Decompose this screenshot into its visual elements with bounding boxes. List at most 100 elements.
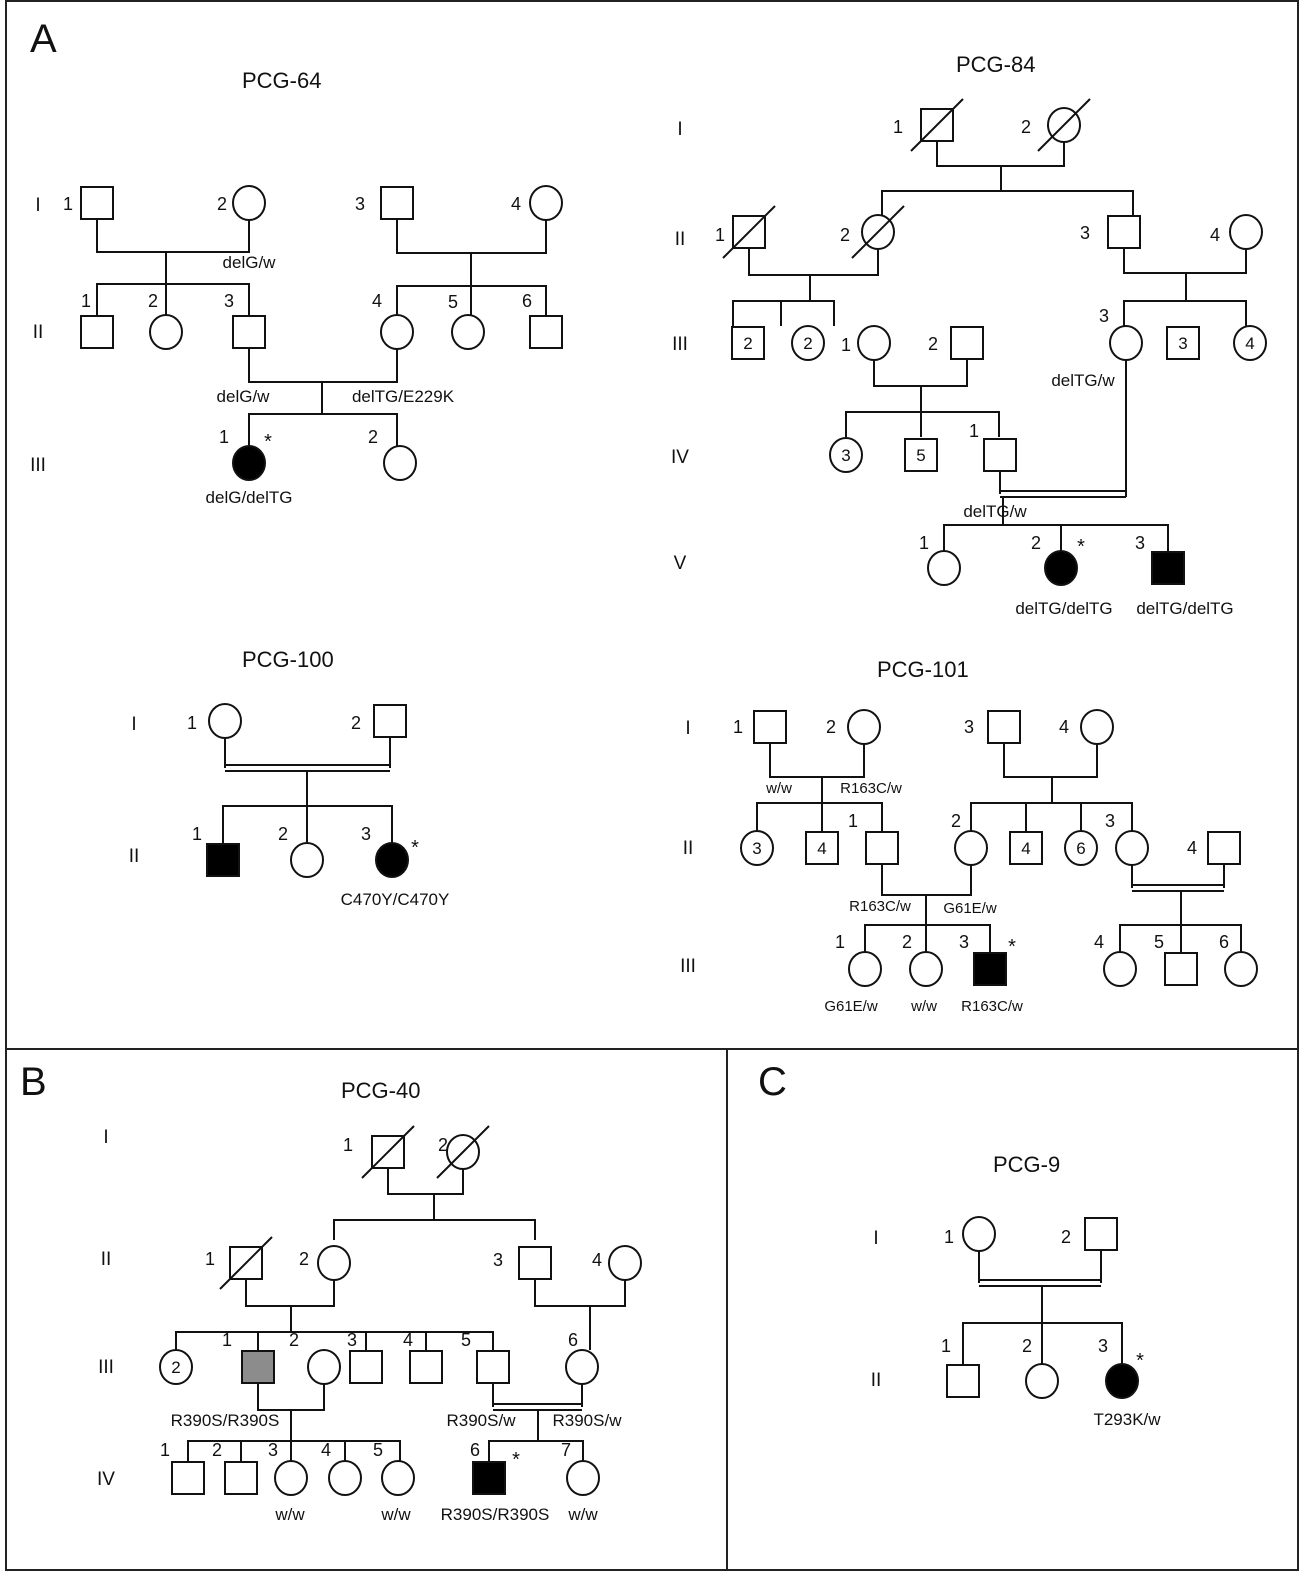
pedigree-line [175, 1331, 494, 1350]
individual-pcg101-i-4: 4 [1059, 709, 1114, 745]
individual-number: 2 [299, 1249, 309, 1269]
genotype-label: R390S/R390S [441, 1505, 550, 1524]
individual-number: 6 [568, 1330, 578, 1350]
individual-number: 3 [1105, 811, 1115, 831]
affected-female-symbol [232, 445, 266, 481]
individual-pcg101-ii-sibs-m2: 4 [1009, 831, 1043, 865]
individual-number: 2 [278, 824, 288, 844]
individual-pcg9-i-1: 1 [944, 1216, 996, 1252]
individual-number: 1 [835, 932, 845, 952]
affected-male-symbol [973, 952, 1007, 986]
proband-asterisk: * [512, 1449, 520, 1471]
individual-number: 4 [1059, 717, 1069, 737]
individual-number: 2 [840, 225, 850, 245]
individual-pcg84-ii-1: 1 [715, 205, 776, 259]
individual-number: 2 [826, 717, 836, 737]
individual-number: 3 [1080, 223, 1090, 243]
individual-pcg64-i-4: 4 [511, 185, 563, 221]
figure-frame [5, 0, 1299, 1571]
individual-pcg40-iii-2: 2 [289, 1330, 341, 1385]
generation-label: III [30, 455, 46, 476]
genotype-label: delTG/delTG [1136, 599, 1233, 618]
female-symbol [1103, 951, 1137, 987]
female-symbol [380, 314, 414, 350]
generation-label: I [103, 1127, 108, 1148]
deceased-slash [436, 1125, 490, 1179]
pedigree-line [970, 802, 1133, 831]
generation-label: IV [97, 1469, 115, 1490]
male-symbol [1009, 831, 1043, 865]
female-symbol [307, 1349, 341, 1385]
individual-pcg9-i-2: 2 [1061, 1217, 1118, 1251]
proband-asterisk: * [264, 431, 272, 453]
individual-pcg40-i-1: 1 [343, 1125, 415, 1179]
pedigree-line [881, 864, 972, 896]
affected-male-symbol [1151, 551, 1185, 585]
individual-number: 6 [470, 1440, 480, 1460]
female-symbol [909, 951, 943, 987]
male-symbol [1084, 1217, 1118, 1251]
individual-pcg40-iii-4: 4 [403, 1330, 443, 1384]
generation-label: II [683, 838, 694, 859]
deceased-slash [722, 205, 776, 259]
pedigree-line [488, 1440, 584, 1461]
male-symbol [987, 710, 1021, 744]
affected-female-symbol [1044, 550, 1078, 586]
female-symbol [857, 325, 891, 361]
pedigree-line [845, 411, 1000, 437]
female-symbol [847, 709, 881, 745]
pedigree-line [387, 1168, 464, 1195]
individual-number: 5 [373, 1440, 383, 1460]
genotype-label: R390S/w [553, 1411, 623, 1430]
generation-label: I [685, 718, 690, 739]
male-symbol [409, 1350, 443, 1384]
individual-number: 1 [187, 713, 197, 733]
individual-pcg40-ii-2: 2 [299, 1245, 351, 1281]
individual-pcg64-i-1: 1 [63, 186, 114, 220]
pedigree-line [534, 1279, 626, 1307]
female-symbol [274, 1460, 308, 1496]
pedigree-title-pcg100: PCG-100 [242, 647, 334, 672]
pedigree-title-pcg40: PCG-40 [341, 1078, 420, 1103]
generation-label: III [98, 1357, 114, 1378]
male-symbol [380, 186, 414, 220]
individual-number: 1 [205, 1249, 215, 1269]
female-symbol [1224, 951, 1258, 987]
female-symbol [317, 1245, 351, 1281]
individual-number: 3 [1099, 306, 1109, 326]
pedigree-title-pcg64: PCG-64 [242, 68, 321, 93]
genotype-label: T293K/w [1093, 1410, 1161, 1429]
individual-pcg64-ii-5: 5 [448, 292, 485, 350]
genotype-label: delTG/w [1051, 371, 1115, 390]
individual-pcg84-iii-sibs-m: 2 [731, 326, 765, 360]
female-symbol [1080, 709, 1114, 745]
female-symbol [848, 951, 882, 987]
individual-number: 2 [368, 427, 378, 447]
individual-number: 2 [902, 932, 912, 952]
pedigree-title-pcg84: PCG-84 [956, 52, 1035, 77]
male-symbol [1164, 952, 1198, 986]
pedigree-line [248, 413, 398, 447]
proband-asterisk: * [1136, 1350, 1144, 1372]
individual-number: 4 [592, 1250, 602, 1270]
generation-label: II [871, 1370, 882, 1391]
generation-label: I [873, 1228, 878, 1249]
individual-pcg64-iii-1: 1*delG/delTG [206, 427, 293, 507]
individual-pcg40-i-2: 2 [436, 1125, 490, 1179]
individual-number: 4 [372, 291, 382, 311]
individual-number: 2 [1022, 1336, 1032, 1356]
male-symbol [476, 1350, 510, 1384]
male-symbol [983, 438, 1017, 472]
individual-pcg100-ii-2: 2 [278, 824, 324, 878]
pedigree-line [769, 743, 865, 778]
individual-pcg101-ii-sibs-f2: 6 [1064, 830, 1098, 866]
individual-pcg9-ii-3: 3*T293K/w [1093, 1336, 1161, 1429]
deceased-slash [1037, 98, 1091, 152]
individual-number: 3 [959, 932, 969, 952]
male-symbol [865, 831, 899, 865]
individual-pcg9-ii-1: 1 [941, 1336, 980, 1398]
